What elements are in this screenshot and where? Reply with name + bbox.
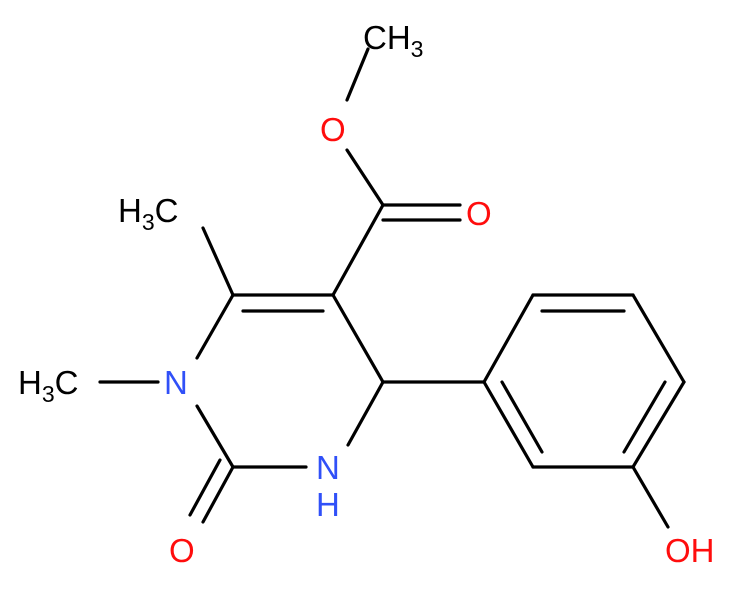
n3-hydrogen-label: H <box>316 486 340 523</box>
bond-ring-6-inner <box>500 380 544 454</box>
hydroxyl-label: OH <box>665 532 715 569</box>
bond-ring-4 <box>631 380 686 469</box>
bonds <box>98 47 686 529</box>
bond-c6-n1 <box>195 293 235 360</box>
urea-oxygen-label: O <box>169 532 195 569</box>
bond-ring-6 <box>482 380 535 469</box>
bond-ring-1 <box>482 293 535 384</box>
bond-ring-hydroxyl <box>631 465 670 529</box>
c6-methyl-label: H3C <box>118 192 178 235</box>
atom-labels: CH3 O O H3C H3C N N H O OH <box>18 19 715 569</box>
ester-methyl-label: CH3 <box>363 19 423 62</box>
n1-methyl-label: H3C <box>18 364 78 407</box>
bond-ring-3 <box>631 293 686 384</box>
bond-c6-methyl <box>201 226 235 297</box>
bond-carbonyl-c5 <box>331 203 385 297</box>
bond-c4-c5 <box>331 293 385 384</box>
n3-label: N <box>316 449 340 486</box>
carbonyl-oxygen-label: O <box>466 195 492 232</box>
bond-n1-c2 <box>195 404 235 469</box>
bond-methyl-ester-oxygen <box>345 47 370 102</box>
ester-oxygen-label: O <box>320 111 346 148</box>
bond-n3-c4 <box>346 380 385 447</box>
bond-c2-oxygen-2 <box>188 458 222 517</box>
bond-ester-oxygen-carbonyl-carbon <box>345 148 385 207</box>
bond-ring-4-inner <box>622 380 667 454</box>
bond-c2-oxygen-1 <box>201 465 235 524</box>
n1-label: N <box>164 364 188 401</box>
